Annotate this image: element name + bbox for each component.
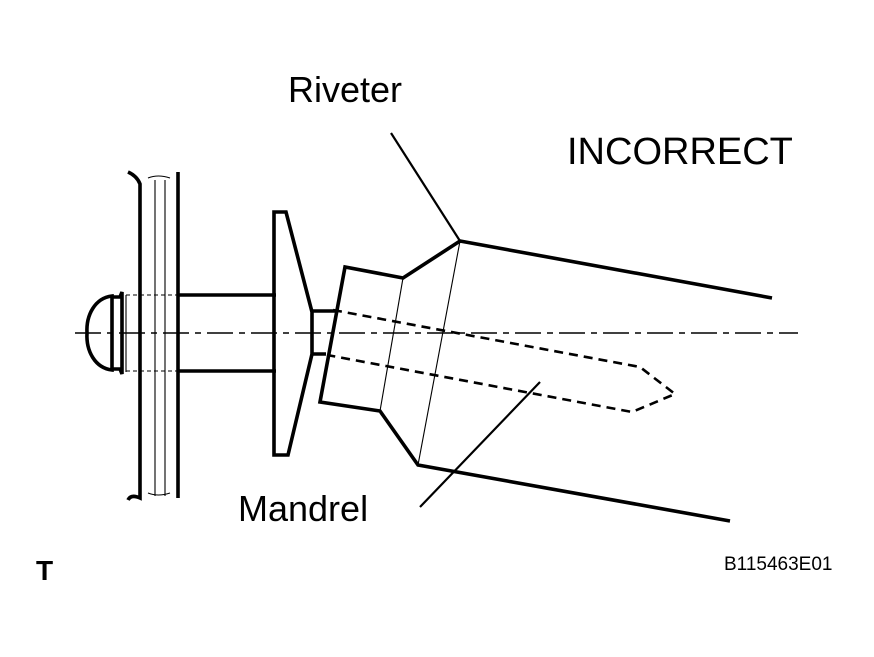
mandrel-leader bbox=[419, 381, 541, 508]
mandrel-hidden bbox=[326, 308, 678, 414]
figure-code: B115463E01 bbox=[724, 554, 833, 575]
rivet-shank bbox=[178, 293, 276, 373]
corner-mark: T bbox=[36, 555, 54, 586]
mandrel-label: Mandrel bbox=[238, 488, 369, 529]
panel bbox=[126, 170, 180, 501]
rivet-head bbox=[85, 291, 178, 375]
riveter-body bbox=[317, 239, 773, 523]
riveter-leader bbox=[390, 132, 461, 242]
incorrect-label: INCORRECT bbox=[567, 131, 793, 173]
riveter-label: Riveter bbox=[288, 69, 403, 110]
